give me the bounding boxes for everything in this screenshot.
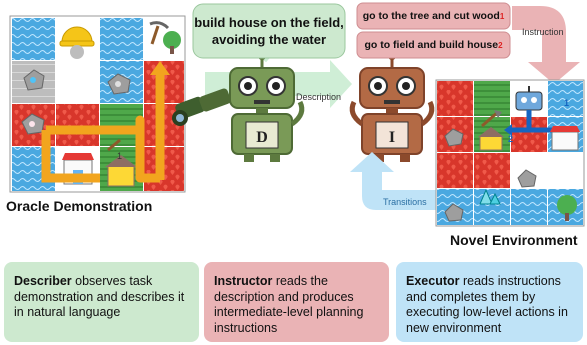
describer-box-text: observes task demonstration and describe… <box>14 274 185 319</box>
iron-ore-icon <box>107 73 131 95</box>
house-novel-icon <box>478 127 504 151</box>
executor-box-title: Executor <box>406 274 463 288</box>
ore-icon <box>23 69 45 91</box>
executor-box-text: reads instructions and completes them by… <box>406 274 568 335</box>
instruction-2-text: go to field and build house 2 <box>357 32 510 58</box>
instructor-description-box: Instructor reads the description and pro… <box>204 262 389 342</box>
stone-icon <box>21 113 45 135</box>
shop-novel-icon <box>550 126 580 151</box>
instructor-robot-letter: I <box>389 129 395 146</box>
instruction-1-label: go to the tree and cut wood <box>362 10 500 22</box>
pickaxe-tree-icon <box>149 21 181 54</box>
description-arrow-label: Description <box>296 92 342 102</box>
describer-description-box: Describer observes task demonstration an… <box>4 262 199 342</box>
instructor-box-text: reads the description and produces inter… <box>214 274 364 335</box>
describer-box-title: Describer <box>14 274 76 288</box>
transitions-arrow-label: Transitions <box>383 197 427 207</box>
describer-robot <box>229 52 305 162</box>
instructor-robot <box>349 52 435 162</box>
novel-step-marker-1: 1 <box>564 98 569 108</box>
instruction-bubble-1 <box>356 2 511 30</box>
crystal-icon <box>479 188 501 205</box>
instruction-arrow <box>512 6 580 84</box>
instructor-box-title: Instructor <box>214 274 276 288</box>
svg-text:1: 1 <box>117 151 122 161</box>
worker-helmet-icon <box>59 26 95 59</box>
instruction-1-index: 1 <box>499 11 505 21</box>
axe-novel-icon <box>481 110 502 128</box>
ore-novel-icon <box>444 128 464 147</box>
describer-speech-bubble <box>192 3 346 59</box>
executor-description-box: Executor reads instructions and complete… <box>396 262 583 342</box>
describer-bubble-text: build house on the field, avoiding the w… <box>194 15 344 47</box>
novel-step-marker-2: 2 <box>508 134 513 144</box>
stone-novel-icon <box>517 169 537 188</box>
instruction-2-index: 2 <box>498 40 503 50</box>
house-icon <box>105 155 137 187</box>
instruction-arrow-label: Instruction <box>522 27 564 37</box>
novel-environment-label: Novel Environment <box>450 232 578 248</box>
oracle-demonstration-label: Oracle Demonstration <box>6 198 153 214</box>
iron-novel-icon <box>444 203 464 222</box>
instruction-2-label: go to field and build house <box>364 39 499 51</box>
instruction-bubble-2 <box>356 31 511 59</box>
instruction-1-text: go to the tree and cut wood 1 <box>357 3 510 29</box>
tree-novel-icon <box>557 195 577 221</box>
oracle-step-marker: 1 <box>107 138 122 161</box>
binoculars-icon <box>172 88 231 126</box>
describer-robot-letter: D <box>256 129 268 146</box>
oracle-path-arrow <box>41 61 170 183</box>
transitions-arrow <box>350 152 440 210</box>
